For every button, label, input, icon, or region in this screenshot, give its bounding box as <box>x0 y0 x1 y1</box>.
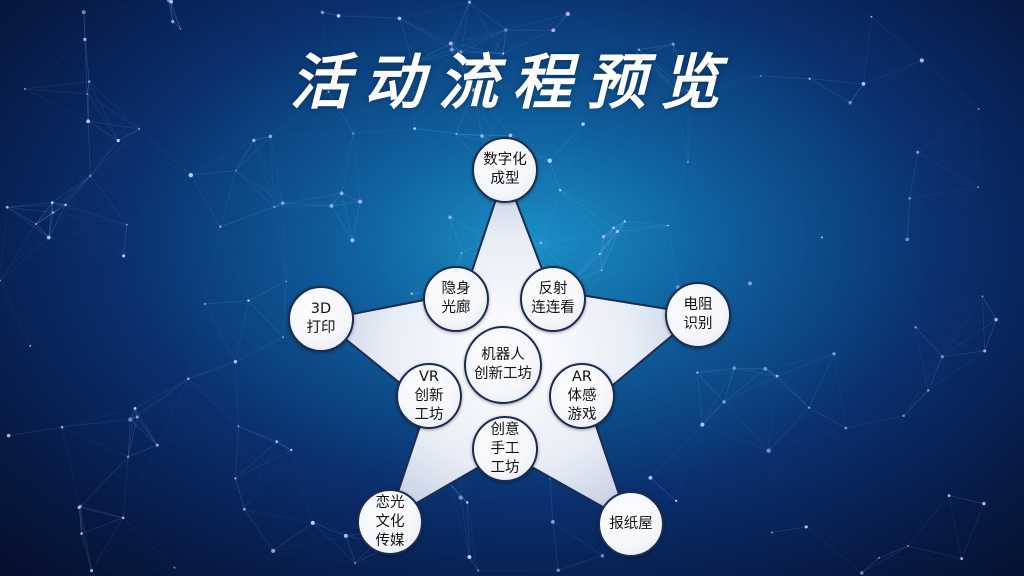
node-creative-handcraft: 创意 手工 工坊 <box>472 416 538 482</box>
node-lianguang-culture-media: 恋光 文化 传媒 <box>357 489 423 555</box>
node-resistance-recognition: 电阻 识别 <box>665 282 731 348</box>
node-ar-motion-game: AR 体感 游戏 <box>549 363 615 429</box>
node-newspaper-house: 报纸屋 <box>598 491 664 557</box>
node-invisible-corridor: 隐身 光廊 <box>423 266 489 332</box>
node-reflection-match: 反射 连连看 <box>520 266 586 332</box>
page-title: 活动流程预览 <box>290 48 734 118</box>
node-vr-innovation: VR 创新 工坊 <box>396 363 462 429</box>
node-digital-forming: 数字化 成型 <box>472 137 538 203</box>
node-3d-printing: 3D 打印 <box>288 286 354 352</box>
node-robot-innovation: 机器人 创新工坊 <box>464 326 542 404</box>
